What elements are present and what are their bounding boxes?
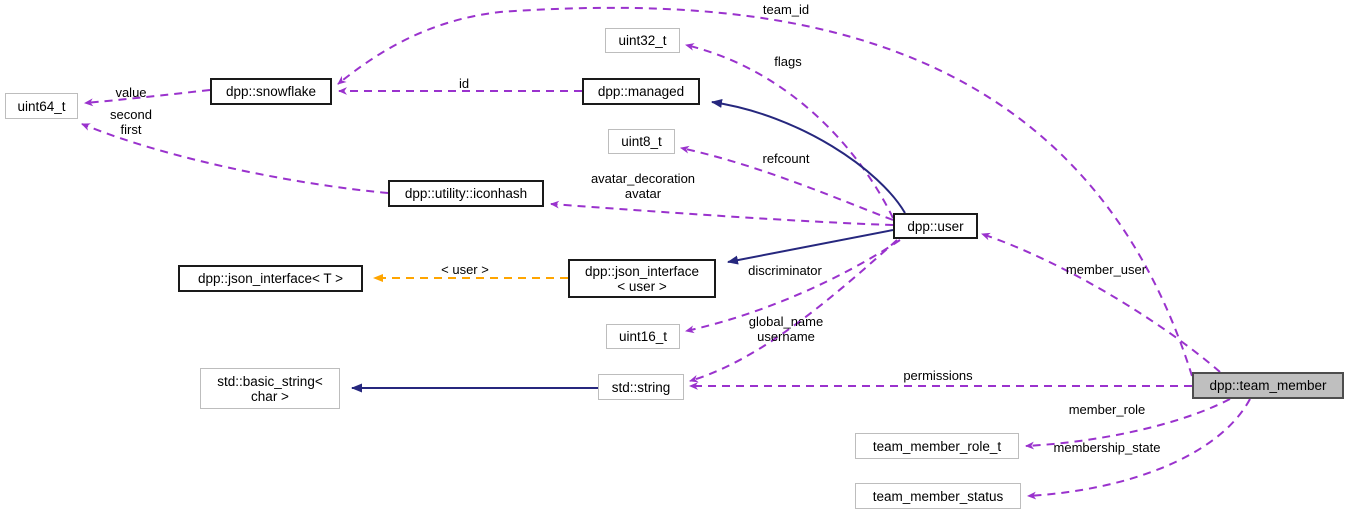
node-dpp-managed[interactable]: dpp::managed [582,78,700,105]
edge-label-membership-state: membership_state [1053,440,1161,455]
node-team-member-status[interactable]: team_member_status [855,483,1021,509]
node-uint16-t[interactable]: uint16_t [606,324,680,349]
node-dpp-team-member[interactable]: dpp::team_member [1192,372,1344,399]
edge-label-avatar-decoration: avatar_decoration avatar [590,171,696,201]
edge-label-flags: flags [774,54,802,69]
edge-label-user-template: < user > [441,262,489,277]
edge-member_user [981,232,1221,373]
edge-label-discriminator: discriminator [748,263,822,278]
node-std-basic-string[interactable]: std::basic_string< char > [200,368,340,409]
edge-label-permissions: permissions [903,368,973,383]
node-uint64-t[interactable]: uint64_t [5,93,78,119]
edge-avatar [550,200,894,226]
edge-label-id: id [458,76,470,91]
edge-label-global-name: global_name username [748,314,824,344]
node-std-string[interactable]: std::string [598,374,684,400]
node-team-member-role-t[interactable]: team_member_role_t [855,433,1019,459]
node-dpp-user[interactable]: dpp::user [893,213,978,239]
node-dpp-json-interface-t[interactable]: dpp::json_interface< T > [178,265,363,292]
edge-label-team-id: team_id [762,2,810,17]
edge-flags [685,43,894,219]
edge-label-member-user: member_user [1065,262,1147,277]
edge-label-member-role: member_role [1068,402,1146,417]
node-dpp-utility-iconhash[interactable]: dpp::utility::iconhash [388,180,544,207]
edge-label-refcount: refcount [762,151,810,166]
edge-label-second-first: second first [110,107,152,137]
edge-label-value: value [115,85,147,100]
edge-user-inherits-json_interface [727,229,894,265]
node-uint32-t[interactable]: uint32_t [605,28,680,53]
node-uint8-t[interactable]: uint8_t [608,129,675,154]
node-dpp-snowflake[interactable]: dpp::snowflake [210,78,332,105]
node-dpp-json-interface-user[interactable]: dpp::json_interface < user > [568,259,716,298]
edge-global_name [689,239,898,383]
